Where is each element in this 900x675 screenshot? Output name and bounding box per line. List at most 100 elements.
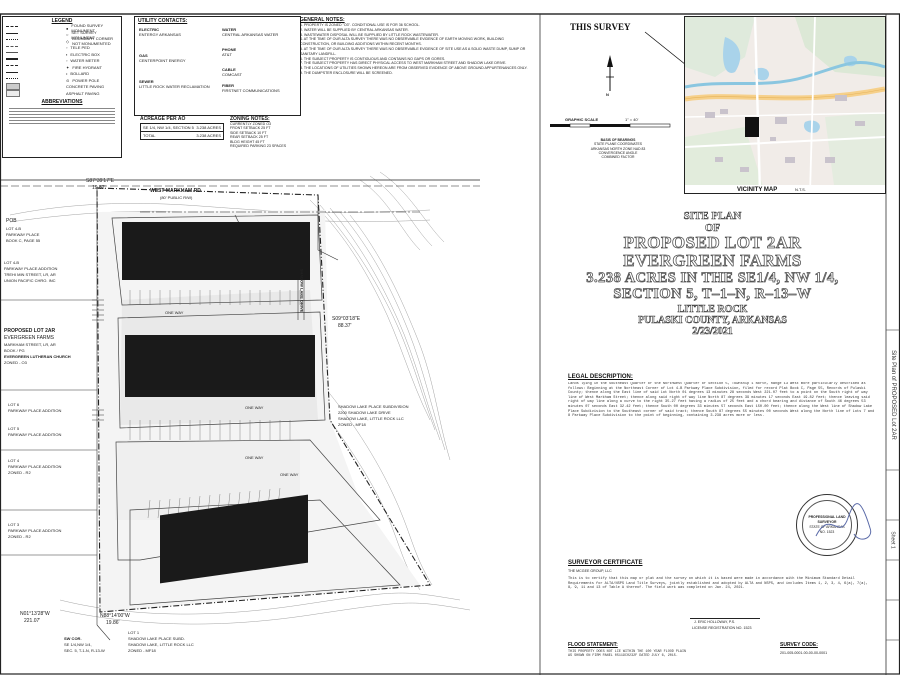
survey-parcel-marker bbox=[745, 117, 759, 137]
general-note: 6. THE SUBJECT PROPERTY IS CONTIGUOUS AN… bbox=[300, 56, 446, 61]
lot-4-sub: PARKWAY PLACE ADDITION bbox=[8, 464, 62, 469]
legend-item: FOUND SURVEY MONUMENT bbox=[71, 23, 104, 34]
flood-text: THIS PROPERTY DOES NOT LIE WITHIN THE 10… bbox=[568, 650, 687, 659]
surveyor-license: LICENSE REGISTRATION NO. 1523 bbox=[692, 626, 752, 630]
sw-corner-quarter: SE 1/4,NW 1/4, bbox=[64, 642, 92, 647]
utility-item: CENTERPOINT ENERGY bbox=[139, 58, 186, 63]
legend-item: BOLLARD bbox=[70, 71, 90, 77]
survey-code-title: SURVEY CODE: bbox=[780, 642, 818, 648]
title-line: SITE PLAN bbox=[683, 210, 742, 223]
general-note: 5. AT THE TIME OF OUR ALTA SURVEY THERE … bbox=[300, 46, 526, 56]
legend-symbol-icon: ○ bbox=[66, 32, 69, 38]
title-line: OF bbox=[704, 222, 721, 235]
flood-title: FLOOD STATEMENT: bbox=[568, 642, 618, 648]
shadow-lake-zone: ZONED - MF18 bbox=[338, 422, 366, 427]
legend-symbol-icon: • bbox=[66, 71, 68, 77]
building-2 bbox=[125, 335, 315, 397]
sw-corner-section: SEC. 5, T-1-N, R-13-W bbox=[64, 648, 105, 653]
drive-label-text: SHADOW LAKE DRIVE bbox=[299, 268, 305, 312]
vicinity-map: VICINITY MAP N.T.S. bbox=[684, 16, 886, 194]
abbreviations-text bbox=[9, 105, 115, 124]
legend-symbol-icon: ▪ bbox=[66, 51, 68, 57]
title-line: 2/23/2021 bbox=[692, 326, 733, 338]
legend-box: LEGEND ●FOUND SURVEY MONUMENT ○SET SURVE… bbox=[2, 16, 122, 158]
pob-label: POB bbox=[6, 218, 17, 224]
street-row: (80' PUBLIC R/W) bbox=[160, 195, 193, 200]
lot-6-label: LOT 6 bbox=[8, 402, 20, 407]
distance-top: 19.82' bbox=[92, 185, 106, 191]
title-line: EVERGREEN FARMS bbox=[623, 251, 802, 270]
title-line: SECTION 5, T–1–N, R–13–W bbox=[613, 286, 812, 303]
general-note: 1. PROPERTY IS ZONED "O3". CONDITIONAL U… bbox=[300, 23, 420, 27]
utility-item: FIBER bbox=[221, 83, 234, 88]
title-line: 3.238 ACRES IN THE SE1/4, NW 1/4, bbox=[586, 270, 839, 287]
line-symbol bbox=[6, 32, 18, 37]
legend-item: CONCRETE PAVING bbox=[66, 84, 105, 90]
proposed-lot-book: BOOK / PG bbox=[4, 348, 25, 353]
lot-5-label: LOT 5 bbox=[8, 426, 20, 431]
zoning-note: CURRENTLY ZONED O3 bbox=[230, 122, 272, 126]
sw-corner-label: SW COR. bbox=[64, 636, 82, 641]
lot-4-zone: ZONED - R2 bbox=[8, 470, 31, 475]
acreage-label: SE 1/4, NW 1/4, SECTION 5 bbox=[143, 125, 194, 130]
vicinity-map-label: VICINITY MAP bbox=[737, 187, 778, 193]
general-note: 3. WASTEWATER DISPOSAL WILL BE SUPPLIED … bbox=[300, 32, 439, 37]
general-notes: GENERAL NOTES: 1. PROPERTY IS ZONED "O3"… bbox=[300, 17, 532, 145]
zoning-note: REAR SETBACK 25 FT bbox=[230, 135, 269, 140]
line-symbol bbox=[6, 39, 18, 43]
basis-of-bearings: BASIS OF BEARINGS STATE PLANE COORDINATE… bbox=[578, 138, 658, 159]
legend-item: SET SURVEY MONUMENT bbox=[71, 29, 97, 40]
graphic-scale-text: 1" = 40' bbox=[625, 117, 639, 122]
utility-item: COMCAST bbox=[221, 72, 242, 77]
surveyor-firm: THE MCGEE GROUP, LLC bbox=[568, 569, 612, 573]
lot-5-sub: PARKWAY PLACE ADDITION bbox=[8, 432, 62, 437]
basis-line: CONVERGENCE ANGLE bbox=[598, 150, 638, 155]
line-symbol bbox=[6, 58, 18, 63]
zoning-title: ZONING NOTES: bbox=[230, 116, 270, 122]
legend-item: FIRE HYDRANT bbox=[72, 64, 102, 70]
lot-4-label: LOT 4 bbox=[8, 458, 20, 463]
asphalt-swatch bbox=[6, 89, 20, 97]
signature-scribble bbox=[815, 503, 872, 540]
north-arrow-label: N bbox=[606, 92, 609, 97]
acreage-label: TOTAL bbox=[143, 133, 156, 138]
abbreviations-title: ABBREVIATIONS bbox=[41, 98, 83, 105]
general-note: 2. WATER WILL BE SUPPLIED BY CENTRAL ARK… bbox=[300, 27, 409, 32]
acreage-value: 3.238 ACRES bbox=[196, 133, 221, 138]
building-1 bbox=[122, 222, 310, 280]
acreage-row: SE 1/4, NW 1/4, SECTION 5 3.238 ACRES bbox=[141, 124, 223, 132]
north-arrow-graphic bbox=[606, 55, 614, 91]
title-line: LITTLE ROCK bbox=[677, 304, 748, 316]
legend-symbol-icon: ▫ bbox=[66, 45, 68, 51]
lot-4b-owner: TREHI MIN STREET, LR, AR bbox=[4, 272, 56, 277]
shadow-lake-bottom-lot: LOT 1 bbox=[128, 630, 140, 635]
utility-title: UTILITY CONTACTS: bbox=[138, 18, 188, 24]
line-symbol bbox=[6, 26, 18, 30]
title-line: PULASKI COUNTY, ARKANSAS bbox=[638, 315, 787, 327]
line-symbol bbox=[6, 45, 18, 50]
distance-left: 221.07' bbox=[24, 618, 41, 624]
acreage-title: ACREAGE PER AO bbox=[140, 116, 186, 122]
utility-item: CENTRAL ARKANSAS WATER bbox=[221, 32, 279, 37]
bearing-right: S09°03'18"E bbox=[332, 316, 361, 322]
legend-item: WATER METER bbox=[70, 58, 100, 64]
basis-line: ARKANSAS NORTH ZONE NAD 83 bbox=[590, 146, 646, 151]
street-name: WEST MARKHAM RD bbox=[150, 188, 201, 194]
pob-lot: LOT 4-B bbox=[6, 226, 22, 231]
one-way-label: ONE WAY bbox=[280, 472, 299, 477]
shadow-lake-label: SHADOW LAKE PLACE SUBDIVISION bbox=[338, 404, 409, 409]
zoning-note: BLDG HEIGHT 45 FT bbox=[230, 139, 265, 144]
zoning-note: SIDE SETBACK 10 FT bbox=[230, 130, 267, 135]
general-notes-title: GENERAL NOTES: bbox=[300, 17, 345, 23]
this-survey-label: THIS SURVEY bbox=[570, 22, 631, 32]
bearing-left: N01°13'28"W bbox=[20, 611, 50, 617]
side-strip-sheet-text: Sheet 1 bbox=[890, 531, 896, 549]
surveyor-title: SURVEYOR CERTIFICATE bbox=[568, 560, 643, 566]
acreage-value: 3.238 ACRES bbox=[196, 125, 221, 130]
general-note: 8. THE LOCATIONS OF UTILITIES SHOWN HERE… bbox=[300, 66, 528, 71]
acreage-row: TOTAL 3.238 ACRES bbox=[141, 132, 223, 139]
shadow-lake-drive-label: SHADOW LAKE DRIVE bbox=[296, 260, 308, 320]
signature-line bbox=[690, 618, 760, 619]
legend-symbol-icon: ● bbox=[66, 25, 69, 31]
shadow-lake-address: 2200 SHADOW LAKE DRIVE bbox=[338, 410, 391, 415]
